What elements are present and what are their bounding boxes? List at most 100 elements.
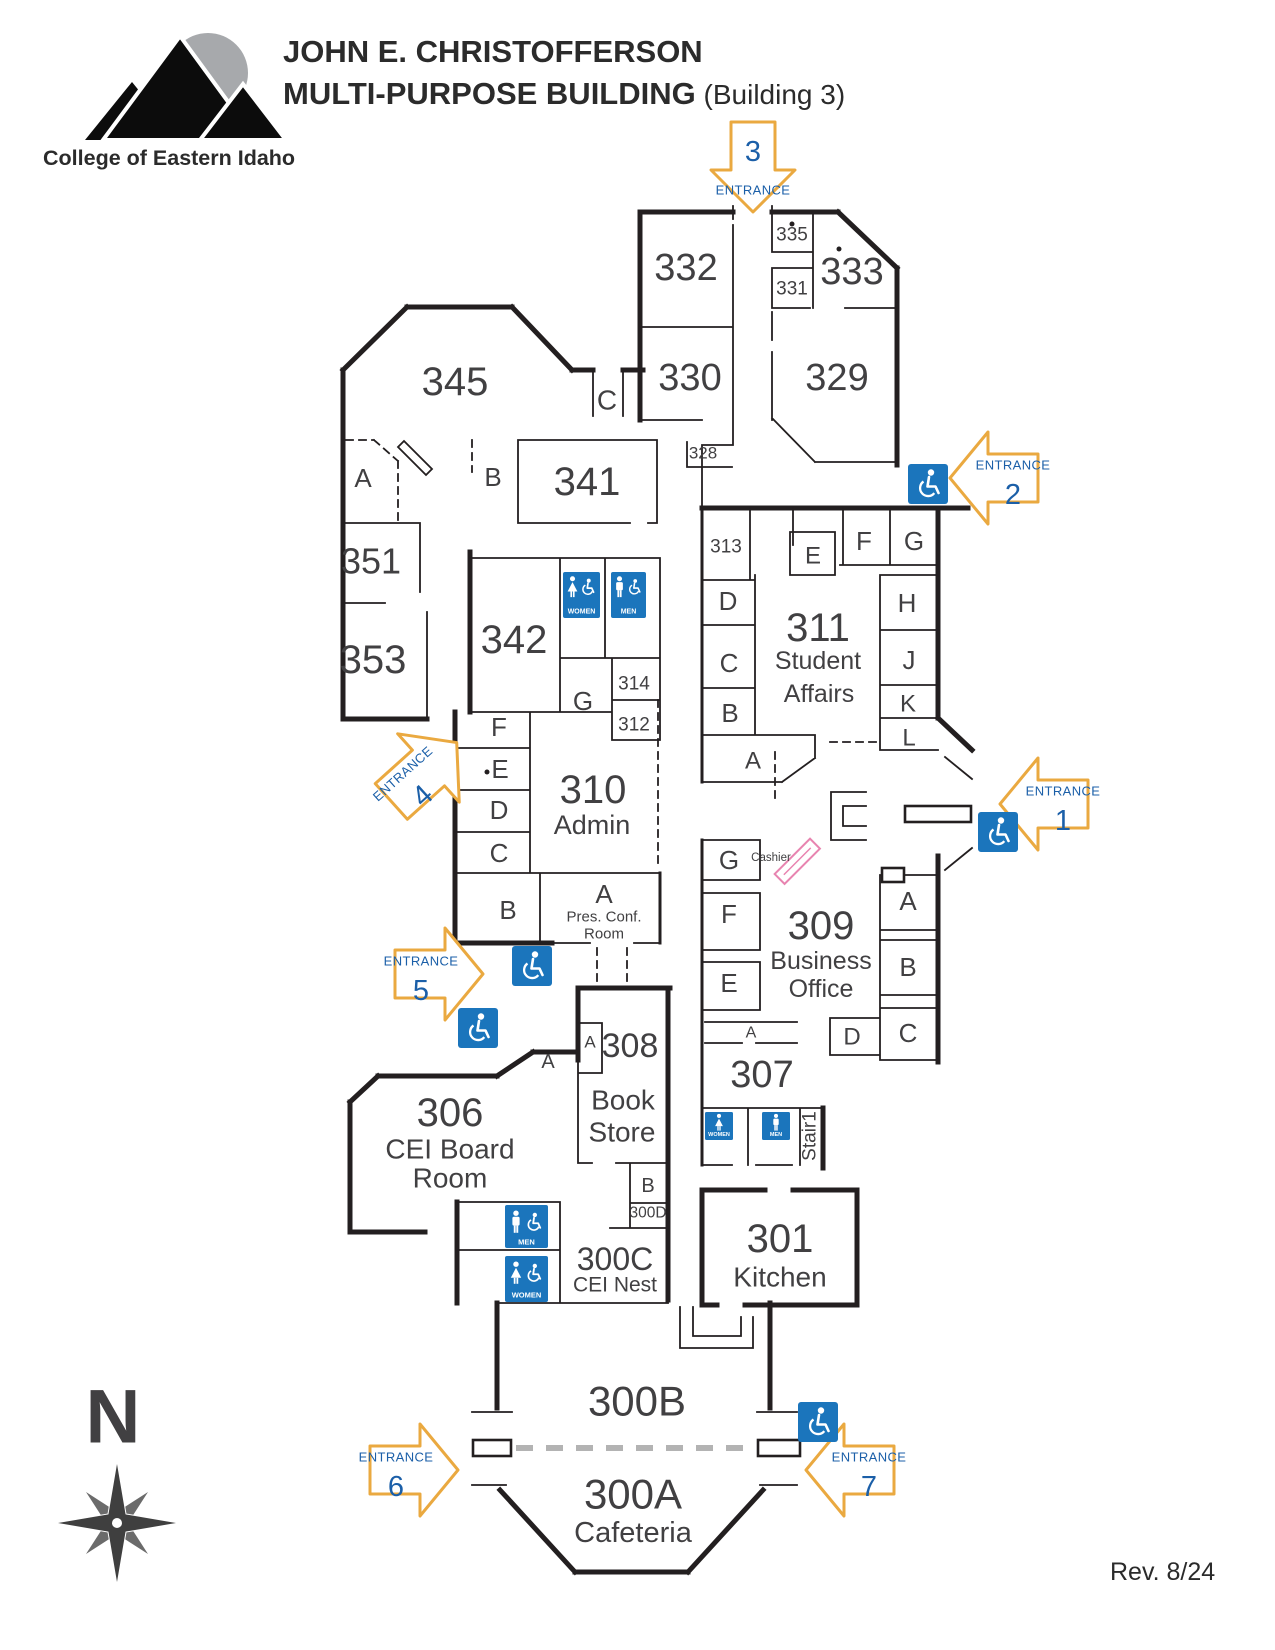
- wheelchair-accessible-icon-hall306: [458, 1008, 498, 1048]
- doors: [471, 804, 973, 1458]
- room-label-333: 333: [820, 251, 883, 293]
- entrance-6-number: 6: [388, 1471, 404, 1503]
- room-label-310b: B: [499, 895, 516, 925]
- room-label-308a-corridor: A: [541, 1051, 555, 1073]
- room-label-308-name1: Book: [591, 1085, 656, 1116]
- room-label-309: 309: [788, 904, 855, 948]
- room-label-330: 330: [658, 357, 721, 399]
- room-label-308b: B: [641, 1175, 654, 1197]
- entrance-6-arrow: ENTRANCE 6: [359, 1422, 460, 1518]
- room-label-311f: F: [856, 526, 872, 556]
- room-label-311-name2: Affairs: [784, 680, 854, 708]
- room-label-300c-name: CEI Nest: [573, 1274, 657, 1297]
- page-title-line1: JOHN E. CHRISTOFFERSON: [283, 34, 703, 69]
- room-label-300a: 300A: [584, 1471, 682, 1518]
- room-label-311h: H: [898, 588, 917, 618]
- room-label-309c: C: [899, 1018, 918, 1048]
- room-label-311l: L: [902, 725, 915, 752]
- room-label-308a-room: A: [584, 1033, 596, 1052]
- room-label-311e: E: [805, 543, 821, 570]
- room-label-c-corridor: C: [597, 385, 617, 416]
- restroom-sign-men-342: MEN: [611, 572, 646, 618]
- women-sign-label: WOMEN: [708, 1132, 730, 1138]
- room-label-309-name2: Office: [789, 975, 854, 1003]
- room-label-310-name: Admin: [554, 810, 631, 840]
- room-label-331: 331: [776, 279, 808, 300]
- cashier-window: [773, 837, 822, 886]
- room-label-309-name1: Business: [770, 947, 871, 975]
- entrance-1-word: ENTRANCE: [1026, 784, 1101, 799]
- room-label-314: 314: [618, 674, 650, 695]
- room-label-342: 342: [481, 618, 548, 662]
- room-label-307a: A: [746, 1025, 757, 1042]
- room-label-311a: A: [745, 748, 761, 775]
- restroom-sign-women-300c: WOMEN: [505, 1256, 548, 1302]
- room-label-306-name2: Room: [413, 1163, 488, 1194]
- page-title-line2: MULTI-PURPOSE BUILDING (Building 3): [283, 76, 845, 111]
- compass-rose: N: [54, 1375, 180, 1586]
- office-door: [880, 866, 906, 884]
- room-label-345b: B: [484, 462, 501, 492]
- room-label-stair1: Stair1: [800, 1111, 821, 1161]
- room-label-307: 307: [730, 1054, 793, 1096]
- entrance-2-word: ENTRANCE: [976, 458, 1051, 473]
- room-label-300d: 300D: [629, 1205, 666, 1222]
- room-label-345: 345: [422, 360, 489, 404]
- entrance6-door: [471, 1438, 513, 1458]
- room-label-310a-sub2: Room: [584, 926, 624, 943]
- men-sign-label: MEN: [770, 1132, 782, 1138]
- restroom-sign-women-307: WOMEN: [705, 1112, 733, 1140]
- room-label-300a-name: Cafeteria: [574, 1517, 693, 1549]
- entrance-5-number: 5: [413, 975, 429, 1007]
- entrance-1-arrow: ENTRANCE 1: [998, 756, 1101, 852]
- room-label-309a: A: [899, 886, 917, 916]
- room-label-300c: 300C: [577, 1241, 654, 1277]
- room-label-310f: F: [491, 712, 507, 742]
- room-label-312: 312: [618, 715, 650, 736]
- room-label-300b: 300B: [588, 1378, 686, 1425]
- room-label-311k: K: [900, 691, 916, 718]
- room-label-310e: E: [491, 754, 508, 784]
- room-label-311-name1: Student: [775, 647, 861, 675]
- room-label-345a: A: [354, 463, 372, 493]
- room-label-311g: G: [904, 526, 924, 556]
- room-label-309e: E: [720, 968, 737, 998]
- restroom-sign-women-342: WOMEN: [563, 572, 600, 618]
- women-sign-label: WOMEN: [568, 609, 596, 616]
- restroom-sign-men-307: MEN: [762, 1112, 790, 1140]
- entrance-7-word: ENTRANCE: [832, 1450, 907, 1465]
- compass-north-label: N: [86, 1375, 141, 1460]
- entrance-6-word: ENTRANCE: [359, 1450, 434, 1465]
- logo-text: College of Eastern Idaho: [43, 146, 295, 170]
- compass-center: [112, 1518, 122, 1528]
- room-label-311d: D: [719, 586, 738, 616]
- room-label-353: 353: [340, 638, 407, 682]
- room-label-310d: D: [490, 795, 509, 825]
- room-label-301: 301: [747, 1217, 814, 1261]
- cashier-label: Cashier: [751, 852, 791, 864]
- room-label-310c: C: [490, 838, 509, 868]
- entrance-3-word: ENTRANCE: [716, 183, 791, 198]
- entrance-7-arrow: ENTRANCE 7: [804, 1422, 907, 1518]
- entrance-1-number: 1: [1055, 805, 1071, 837]
- entrance-5-arrow: ENTRANCE 5: [384, 926, 485, 1022]
- wheelchair-accessible-icon-entrance5: [512, 946, 552, 986]
- restroom-sign-men-300c: MEN: [505, 1205, 548, 1248]
- men-sign-label: MEN: [518, 1238, 535, 1247]
- room-label-311j: J: [903, 645, 916, 675]
- entrance-4-arrow: ENTRANCE 4: [370, 732, 461, 821]
- room-label-309d: D: [843, 1024, 860, 1051]
- room-label-301-name: Kitchen: [733, 1262, 826, 1293]
- room-label-329: 329: [805, 357, 868, 399]
- logo-mountain-right: [195, 80, 291, 142]
- wheelchair-accessible-icon-entrance2: [908, 464, 948, 504]
- entrance-3-number: 3: [745, 136, 761, 168]
- room-label-341: 341: [554, 460, 621, 504]
- wheelchair-accessible-icon-entrance7: [798, 1402, 838, 1442]
- room-label-310g: G: [573, 686, 593, 716]
- entrance-3-arrow: 3 ENTRANCE: [709, 120, 797, 214]
- entrance7-door: [756, 1438, 802, 1458]
- room-label-313: 313: [710, 537, 742, 558]
- room-label-332: 332: [654, 247, 717, 289]
